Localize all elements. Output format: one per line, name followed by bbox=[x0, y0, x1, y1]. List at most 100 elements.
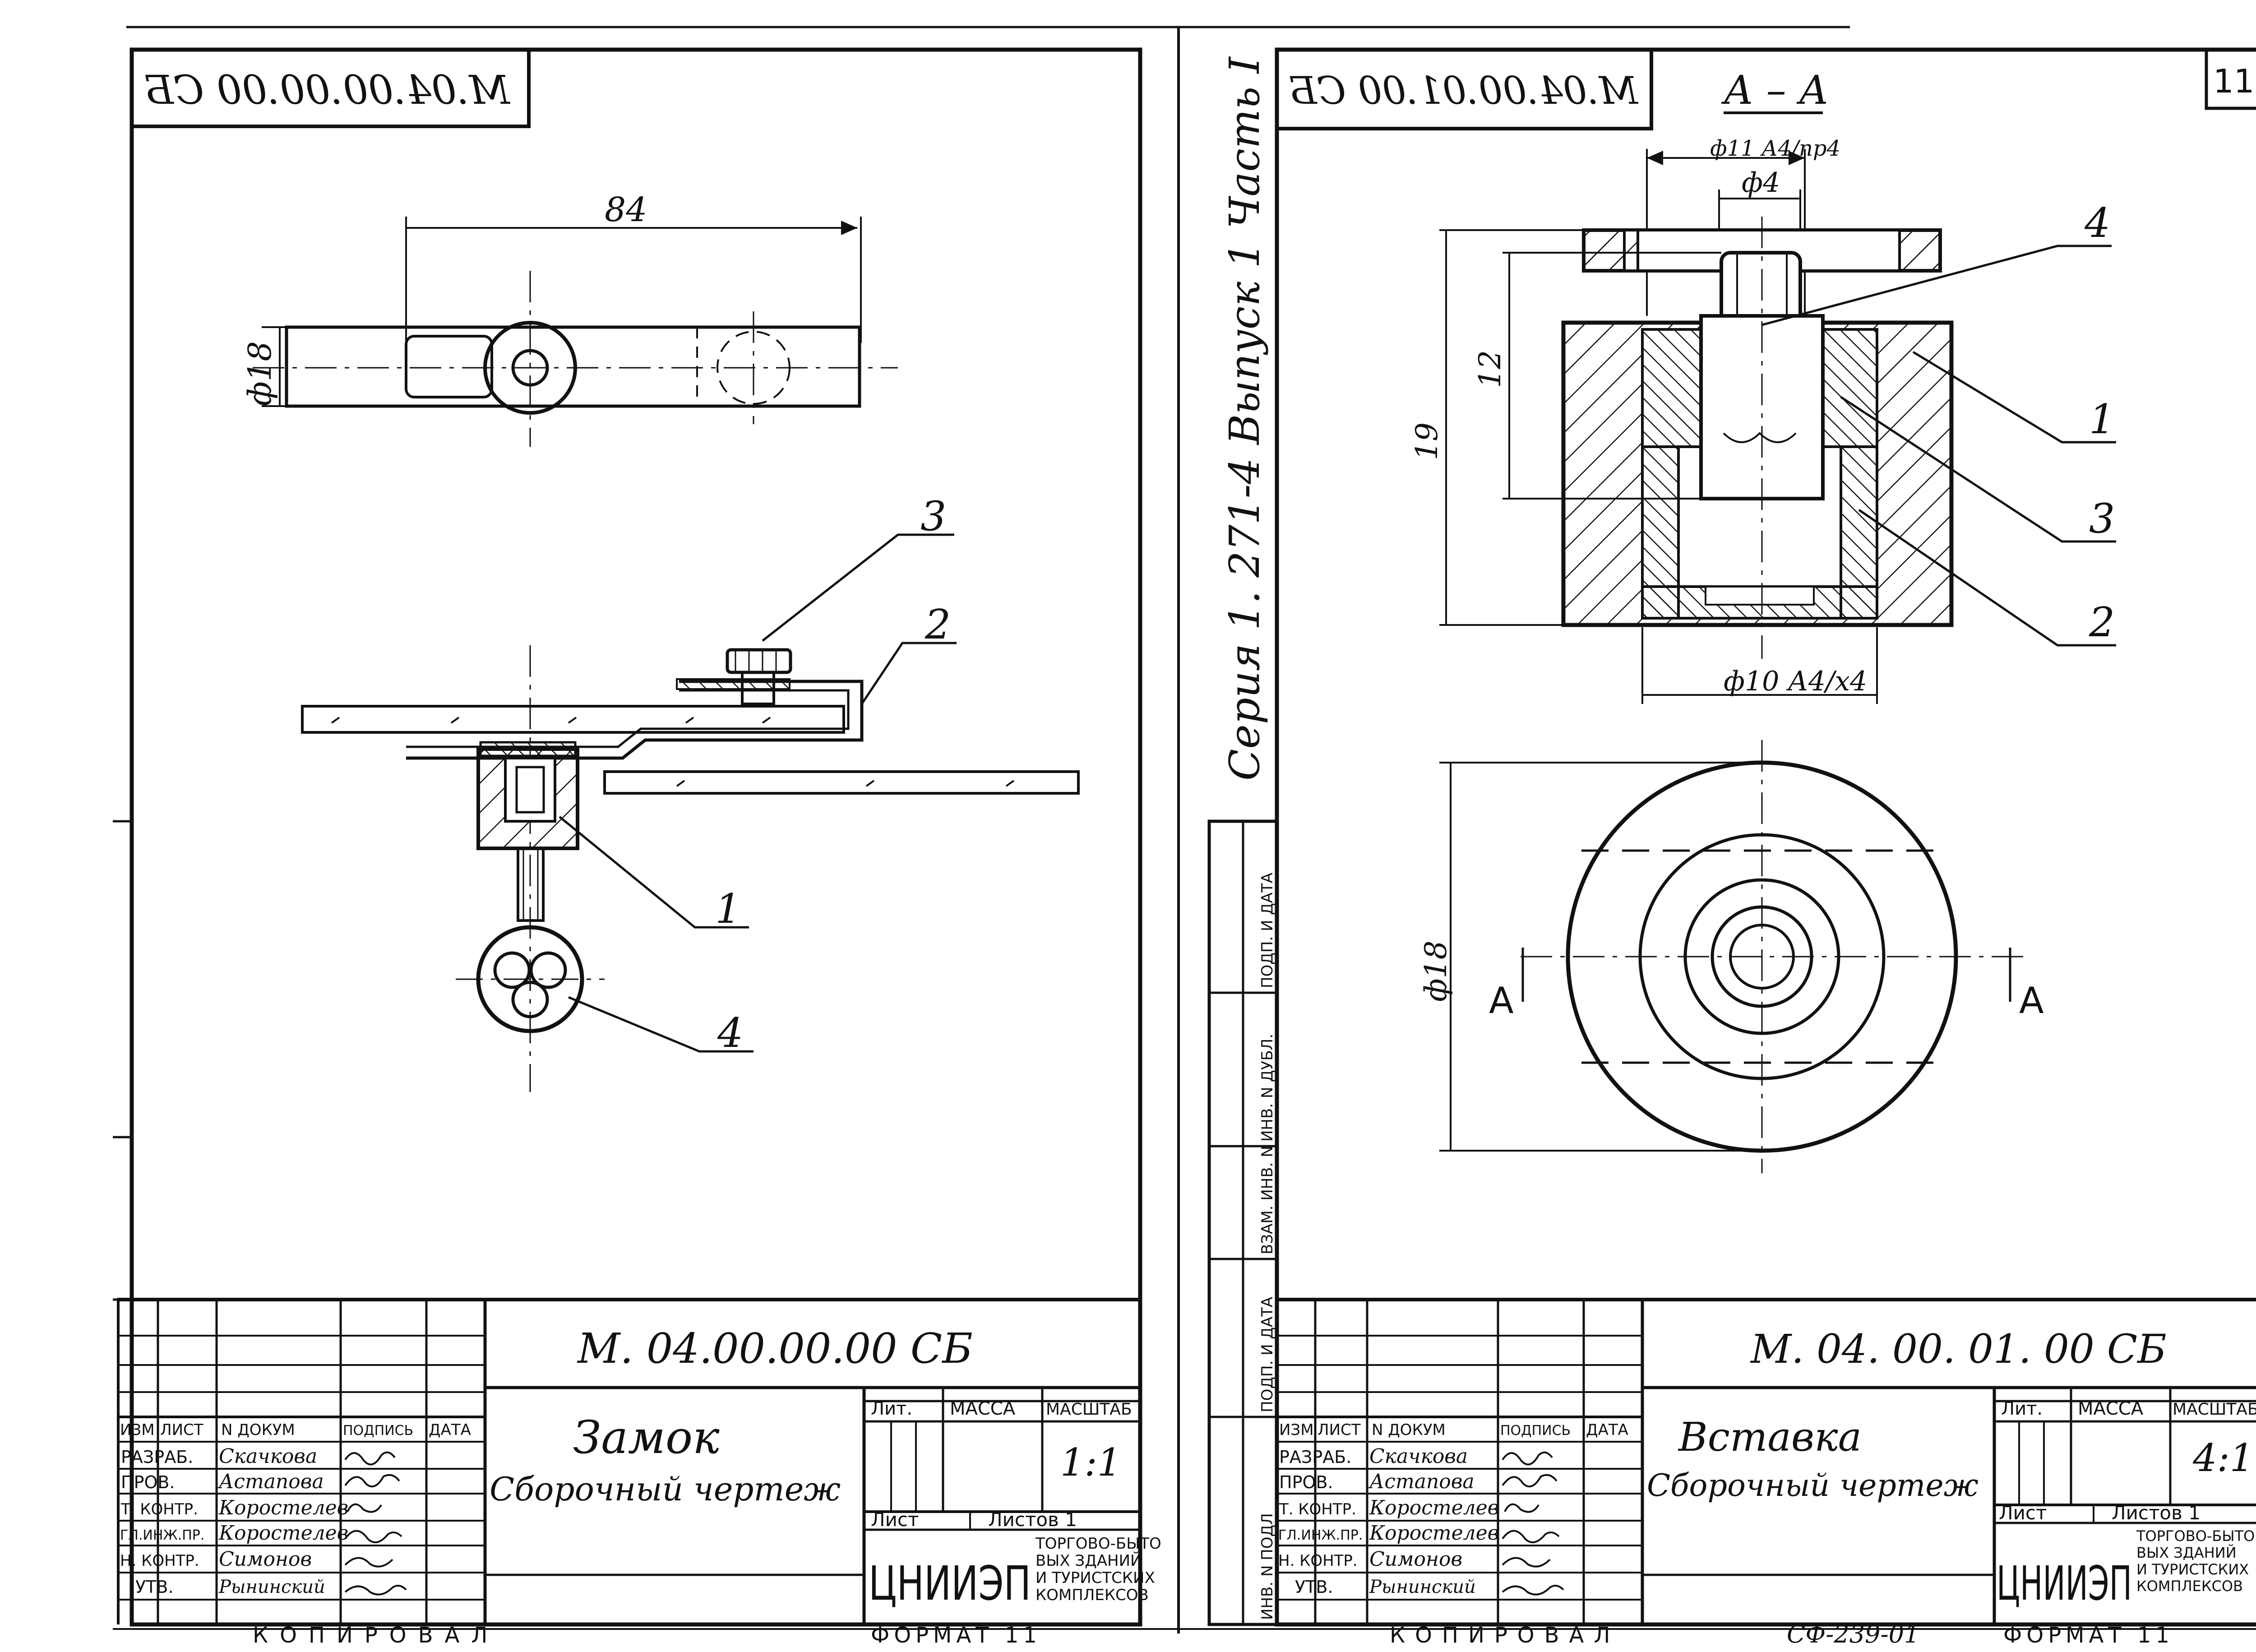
left-tb-r3-name: Коростелев bbox=[218, 1522, 348, 1545]
left-callout-1: 1 bbox=[715, 885, 741, 933]
right-footer-copied: КОПИРОВАЛ bbox=[1390, 1623, 1620, 1648]
left-signatures bbox=[344, 1451, 407, 1596]
right-tb-scale-label: МАСШТАБ bbox=[2173, 1400, 2256, 1419]
left-tb-h3: ПОДПИСЬ bbox=[343, 1423, 413, 1439]
right-tb-h4: ДАТА bbox=[1586, 1421, 1628, 1439]
left-tb-scale: 1:1 bbox=[1060, 1440, 1121, 1485]
left-tb-r4-role: Н. КОНТР. bbox=[120, 1552, 199, 1570]
left-top-view bbox=[253, 217, 898, 447]
right-tb-org-line1: ТОРГОВО-БЫТО bbox=[2136, 1527, 2255, 1545]
left-tb-org-line3: И ТУРИСТСКИХ bbox=[1036, 1569, 1155, 1587]
right-callout-2: 2 bbox=[2089, 599, 2115, 646]
left-tb-r1-name: Астапова bbox=[217, 1470, 324, 1493]
left-tb-r1-role: ПРОВ. bbox=[121, 1472, 175, 1492]
right-tb-h1: ЛИСТ bbox=[1318, 1421, 1361, 1439]
left-tb-lit: Лит. bbox=[871, 1398, 912, 1419]
side-label-3: ИНВ. N ДУБЛ. bbox=[1258, 1034, 1276, 1142]
left-title-block-grid bbox=[117, 1298, 1140, 1624]
right-code-box bbox=[1275, 48, 1653, 130]
right-tb-lit: Лит. bbox=[2001, 1398, 2043, 1419]
left-tb-subtitle: Сборочный чертеж bbox=[490, 1470, 841, 1508]
left-tb-scale-label: МАСШТАБ bbox=[1046, 1400, 1132, 1419]
right-tb-r4-name: Симонов bbox=[1369, 1548, 1462, 1571]
right-callout-4: 4 bbox=[2084, 199, 2110, 247]
left-sheet: M.04.00.00.00 CБ 84 ф18 bbox=[113, 48, 1161, 1648]
left-tb-org-line1: ТОРГОВО-БЫТО bbox=[1035, 1535, 1161, 1553]
section-mark-right: А bbox=[2019, 980, 2044, 1022]
left-footer-format: ФОРМАТ 11 bbox=[871, 1623, 1041, 1648]
left-code-mirrored: M.04.00.00.00 CБ bbox=[144, 67, 511, 113]
left-code-box bbox=[130, 48, 531, 128]
right-sheet: M.04.00.01.00 CБ 118 А – А bbox=[1275, 48, 2256, 1648]
left-tb-r5-role: УТВ. bbox=[135, 1577, 174, 1597]
left-tb-sheet: Лист bbox=[871, 1509, 919, 1531]
left-tb-r2-role: Т. КОНТР. bbox=[120, 1500, 198, 1518]
side-stamp-column bbox=[1207, 819, 1279, 1626]
right-section-view bbox=[1439, 149, 2116, 704]
right-title-block-grid bbox=[1277, 1298, 2256, 1624]
left-tb-h1: ЛИСТ bbox=[160, 1421, 203, 1439]
section-mark-left: А bbox=[1489, 980, 1514, 1022]
left-plate-marks bbox=[331, 717, 1015, 787]
left-tb-code: М. 04.00.00.00 СБ bbox=[577, 1324, 973, 1373]
left-tb-r0-role: РАЗРАБ. bbox=[121, 1447, 193, 1467]
right-tb-org-line4: КОМПЛЕКСОВ bbox=[2136, 1578, 2243, 1595]
left-tb-org: ЦНИИЭП bbox=[869, 1556, 1031, 1611]
right-tb-subtitle: Сборочный чертеж bbox=[1647, 1468, 1979, 1504]
left-tb-r2-name: Коростелев bbox=[218, 1496, 348, 1519]
left-footer-copied: КОПИРОВАЛ bbox=[253, 1623, 499, 1648]
right-tb-h0: ИЗМ bbox=[1279, 1421, 1314, 1439]
right-plan-view bbox=[1439, 740, 2030, 1173]
left-tb-org-line2: ВЫХ ЗДАНИЙ bbox=[1036, 1551, 1142, 1570]
right-tb-r5-name: Рынинский bbox=[1369, 1577, 1476, 1597]
left-tb-r0-name: Скачкова bbox=[219, 1445, 317, 1468]
right-tb-org: ЦНИИЭП bbox=[1997, 1556, 2132, 1611]
right-tb-r0-name: Скачкова bbox=[1369, 1445, 1468, 1468]
right-dim-d-top: ф11 А4/пр4 bbox=[1710, 136, 1840, 161]
right-dim-h12: 12 bbox=[1473, 350, 1507, 388]
left-tb-name: Замок bbox=[573, 1411, 720, 1464]
left-tb-r4-name: Симонов bbox=[219, 1548, 312, 1571]
right-dim-d-inner: ф4 bbox=[1742, 167, 1780, 199]
right-tb-r2-name: Коростелев bbox=[1369, 1496, 1499, 1519]
left-tb-h4: ДАТА bbox=[429, 1421, 471, 1439]
right-callout-1: 1 bbox=[2089, 396, 2115, 443]
right-tb-code: М. 04. 00. 01. 00 СБ bbox=[1750, 1326, 2167, 1372]
page-number-box bbox=[2205, 48, 2256, 110]
right-tb-org-line2: ВЫХ ЗДАНИЙ bbox=[2136, 1544, 2237, 1561]
left-tick-marks bbox=[113, 820, 132, 1301]
right-tb-sheet: Лист bbox=[1999, 1502, 2047, 1524]
right-tb-r3-name: Коростелев bbox=[1369, 1522, 1499, 1545]
right-code-mirrored: M.04.00.01.00 CБ bbox=[1289, 69, 1639, 113]
right-tb-h2: N ДОКУМ bbox=[1372, 1421, 1446, 1439]
right-tb-r3-role: ГЛ.ИНЖ.ПР. bbox=[1278, 1527, 1363, 1543]
right-tb-org-line3: И ТУРИСТСКИХ bbox=[2136, 1561, 2249, 1578]
left-tb-r5-name: Рынинский bbox=[218, 1577, 325, 1597]
right-tb-name: Вставка bbox=[1678, 1414, 1862, 1460]
right-tb-r0-role: РАЗРАБ. bbox=[1279, 1447, 1351, 1467]
right-tb-mass: МАССА bbox=[2078, 1398, 2144, 1419]
right-tb-r5-role: УТВ. bbox=[1295, 1577, 1333, 1597]
left-tb-r3-role: ГЛ.ИНЖ.ПР. bbox=[120, 1527, 204, 1543]
left-dim-84: 84 bbox=[605, 190, 647, 229]
right-tb-h3: ПОДПИСЬ bbox=[1500, 1423, 1571, 1439]
right-dim-d-bottom: ф10 А4/х4 bbox=[1724, 666, 1867, 697]
side-label-2: ВЗАМ. ИНВ. N bbox=[1258, 1146, 1276, 1254]
left-tb-h0: ИЗМ bbox=[120, 1421, 155, 1439]
right-callout-3: 3 bbox=[2089, 495, 2115, 542]
left-tb-sheets: Листов 1 bbox=[988, 1509, 1077, 1531]
right-tb-r1-name: Астапова bbox=[1368, 1470, 1475, 1493]
side-label-1: ПОДП. И ДАТА bbox=[1258, 1297, 1276, 1412]
left-callout-2: 2 bbox=[925, 601, 951, 648]
right-tb-sheets: Листов 1 bbox=[2112, 1502, 2201, 1524]
right-tb-r2-role: Т. КОНТР. bbox=[1279, 1500, 1356, 1518]
left-tb-mass: МАССА bbox=[950, 1398, 1016, 1419]
right-footer-format: ФОРМАТ 11 bbox=[2003, 1623, 2174, 1648]
left-tb-org-line4: КОМПЛЕКСОВ bbox=[1036, 1586, 1149, 1604]
right-tb-r4-role: Н. КОНТР. bbox=[1278, 1552, 1358, 1570]
right-tb-r1-role: ПРОВ. bbox=[1279, 1472, 1333, 1492]
left-callout-4: 4 bbox=[717, 1009, 743, 1057]
side-label-4: ПОДП. И ДАТА bbox=[1258, 873, 1276, 988]
right-footer-code: СФ-239-01 bbox=[1787, 1620, 1919, 1648]
